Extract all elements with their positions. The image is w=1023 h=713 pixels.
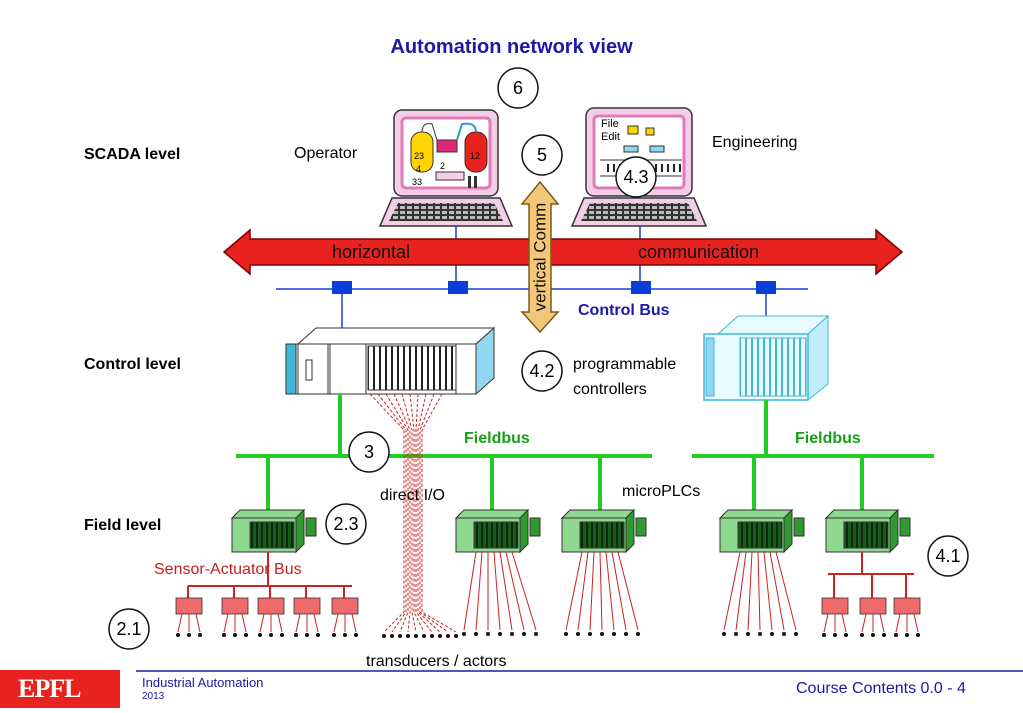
- horizontal-label: horizontal: [332, 242, 411, 262]
- microplc-wires: [463, 551, 797, 631]
- marker-4-2: 4.2: [529, 361, 555, 381]
- microplc-5: [824, 508, 911, 554]
- gauge-value-c: 33: [412, 177, 423, 187]
- controllers-label: controllers: [573, 381, 647, 398]
- epfl-logo: EPFL: [18, 674, 81, 703]
- fieldbus-label-left: Fieldbus: [464, 430, 530, 447]
- engineering-workstation: [570, 107, 708, 227]
- engineering-label: Engineering: [712, 134, 798, 151]
- sensor-legs: [177, 613, 919, 633]
- gauge-value-b: 2: [440, 161, 446, 171]
- operator-label: Operator: [294, 145, 358, 162]
- menu-file: File: [601, 118, 619, 130]
- programmable-label: programmable: [573, 356, 677, 373]
- microplcs-label: microPLCs: [622, 483, 701, 500]
- footer-year: 2013: [142, 691, 165, 702]
- epfl-logo-bg: [0, 670, 120, 708]
- footer-page: Course Contents 0.0 - 4: [796, 680, 966, 697]
- control-level-label: Control level: [84, 356, 181, 373]
- footer-course: Industrial Automation: [142, 675, 264, 690]
- wire-endpoints: [382, 632, 798, 638]
- gauge-value-1: 23: [414, 151, 425, 161]
- microplc-1: [230, 508, 317, 554]
- operator-workstation: [378, 109, 514, 227]
- control-bus-label: Control Bus: [578, 302, 670, 319]
- communication-label: communication: [638, 242, 760, 262]
- microplc-4: [718, 508, 805, 554]
- microplc-3: [560, 508, 647, 554]
- transducers-label: transducers / actors: [366, 653, 507, 670]
- marker-6: 6: [512, 78, 524, 98]
- sensor-actuator-bus-right: [828, 552, 914, 575]
- gauge-value-a: 4: [416, 164, 422, 174]
- fieldbus-label-right: Fieldbus: [795, 430, 861, 447]
- fieldbus-left: [236, 394, 652, 512]
- direct-io-wires: [369, 393, 457, 633]
- marker-2-1: 2.1: [116, 619, 142, 639]
- marker-3: 3: [363, 442, 375, 462]
- sensor-modules: [175, 574, 921, 615]
- plc-rack-left: [285, 326, 496, 396]
- vertical-communication-arrow: [520, 180, 560, 334]
- marker-2-3: 2.3: [333, 514, 359, 534]
- fieldbus-right: [692, 400, 934, 512]
- scada-level-label: SCADA level: [84, 146, 181, 163]
- field-level-label: Field level: [84, 517, 162, 534]
- microplc-2: [454, 508, 541, 554]
- menu-edit: Edit: [601, 131, 620, 143]
- page-title: Automation network view: [390, 36, 633, 58]
- sensor-leg-ends: [176, 633, 920, 637]
- vertical-comm-label: vertical Comm: [530, 202, 550, 312]
- direct-io-label: direct I/O: [380, 487, 445, 504]
- marker-5: 5: [536, 145, 548, 165]
- gauge-value-2: 12: [470, 151, 481, 161]
- horizontal-communication-arrow: [222, 228, 904, 276]
- marker-circles: [108, 67, 969, 650]
- plc-rack-right: [703, 314, 830, 402]
- marker-4-3: 4.3: [623, 167, 649, 187]
- sensor-actuator-bus-label: Sensor-Actuator Bus: [154, 561, 302, 578]
- marker-4-1: 4.1: [935, 546, 961, 566]
